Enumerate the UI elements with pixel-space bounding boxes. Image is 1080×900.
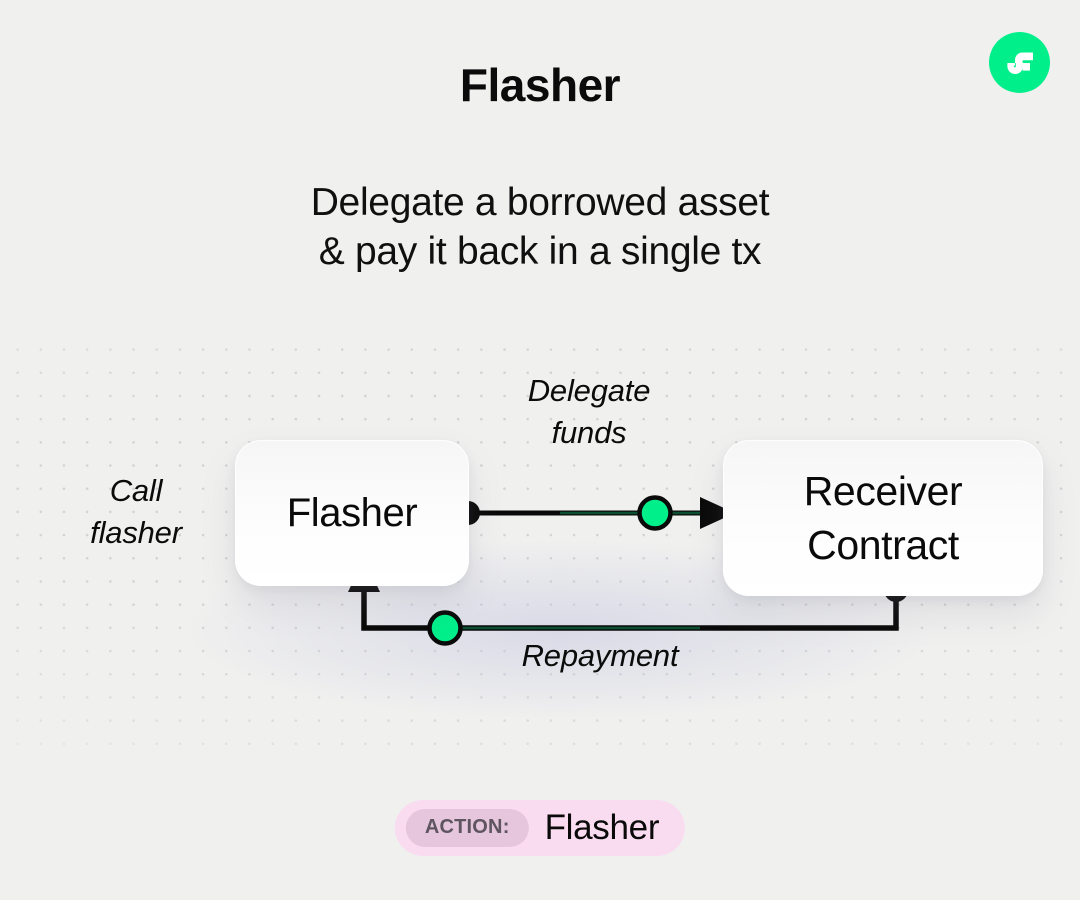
token-node-delegate	[637, 495, 673, 531]
page-subtitle: Delegate a borrowed asset & pay it back …	[310, 181, 770, 273]
token-node-repayment	[427, 610, 463, 646]
node-card-flasher[interactable]: Flasher	[235, 440, 469, 586]
arrowhead-delegate	[700, 497, 735, 529]
action-badge: ACTION: Flasher	[394, 800, 686, 856]
label-call-flasher: Call flasher	[90, 473, 182, 550]
action-badge-tag: ACTION:	[405, 809, 529, 847]
flow-logo-badge	[989, 32, 1050, 93]
action-badge-value: Flasher	[544, 808, 660, 847]
flow-logo-icon	[1003, 46, 1037, 80]
page-title: Flasher	[459, 59, 621, 111]
node-card-receiver[interactable]: Receiver Contract	[723, 440, 1043, 596]
label-repayment: Repayment	[521, 638, 679, 673]
flow-diagram: Flasher Receiver Contract Call flasher D…	[0, 330, 1080, 760]
label-delegate-funds: Delegate funds	[527, 373, 651, 450]
